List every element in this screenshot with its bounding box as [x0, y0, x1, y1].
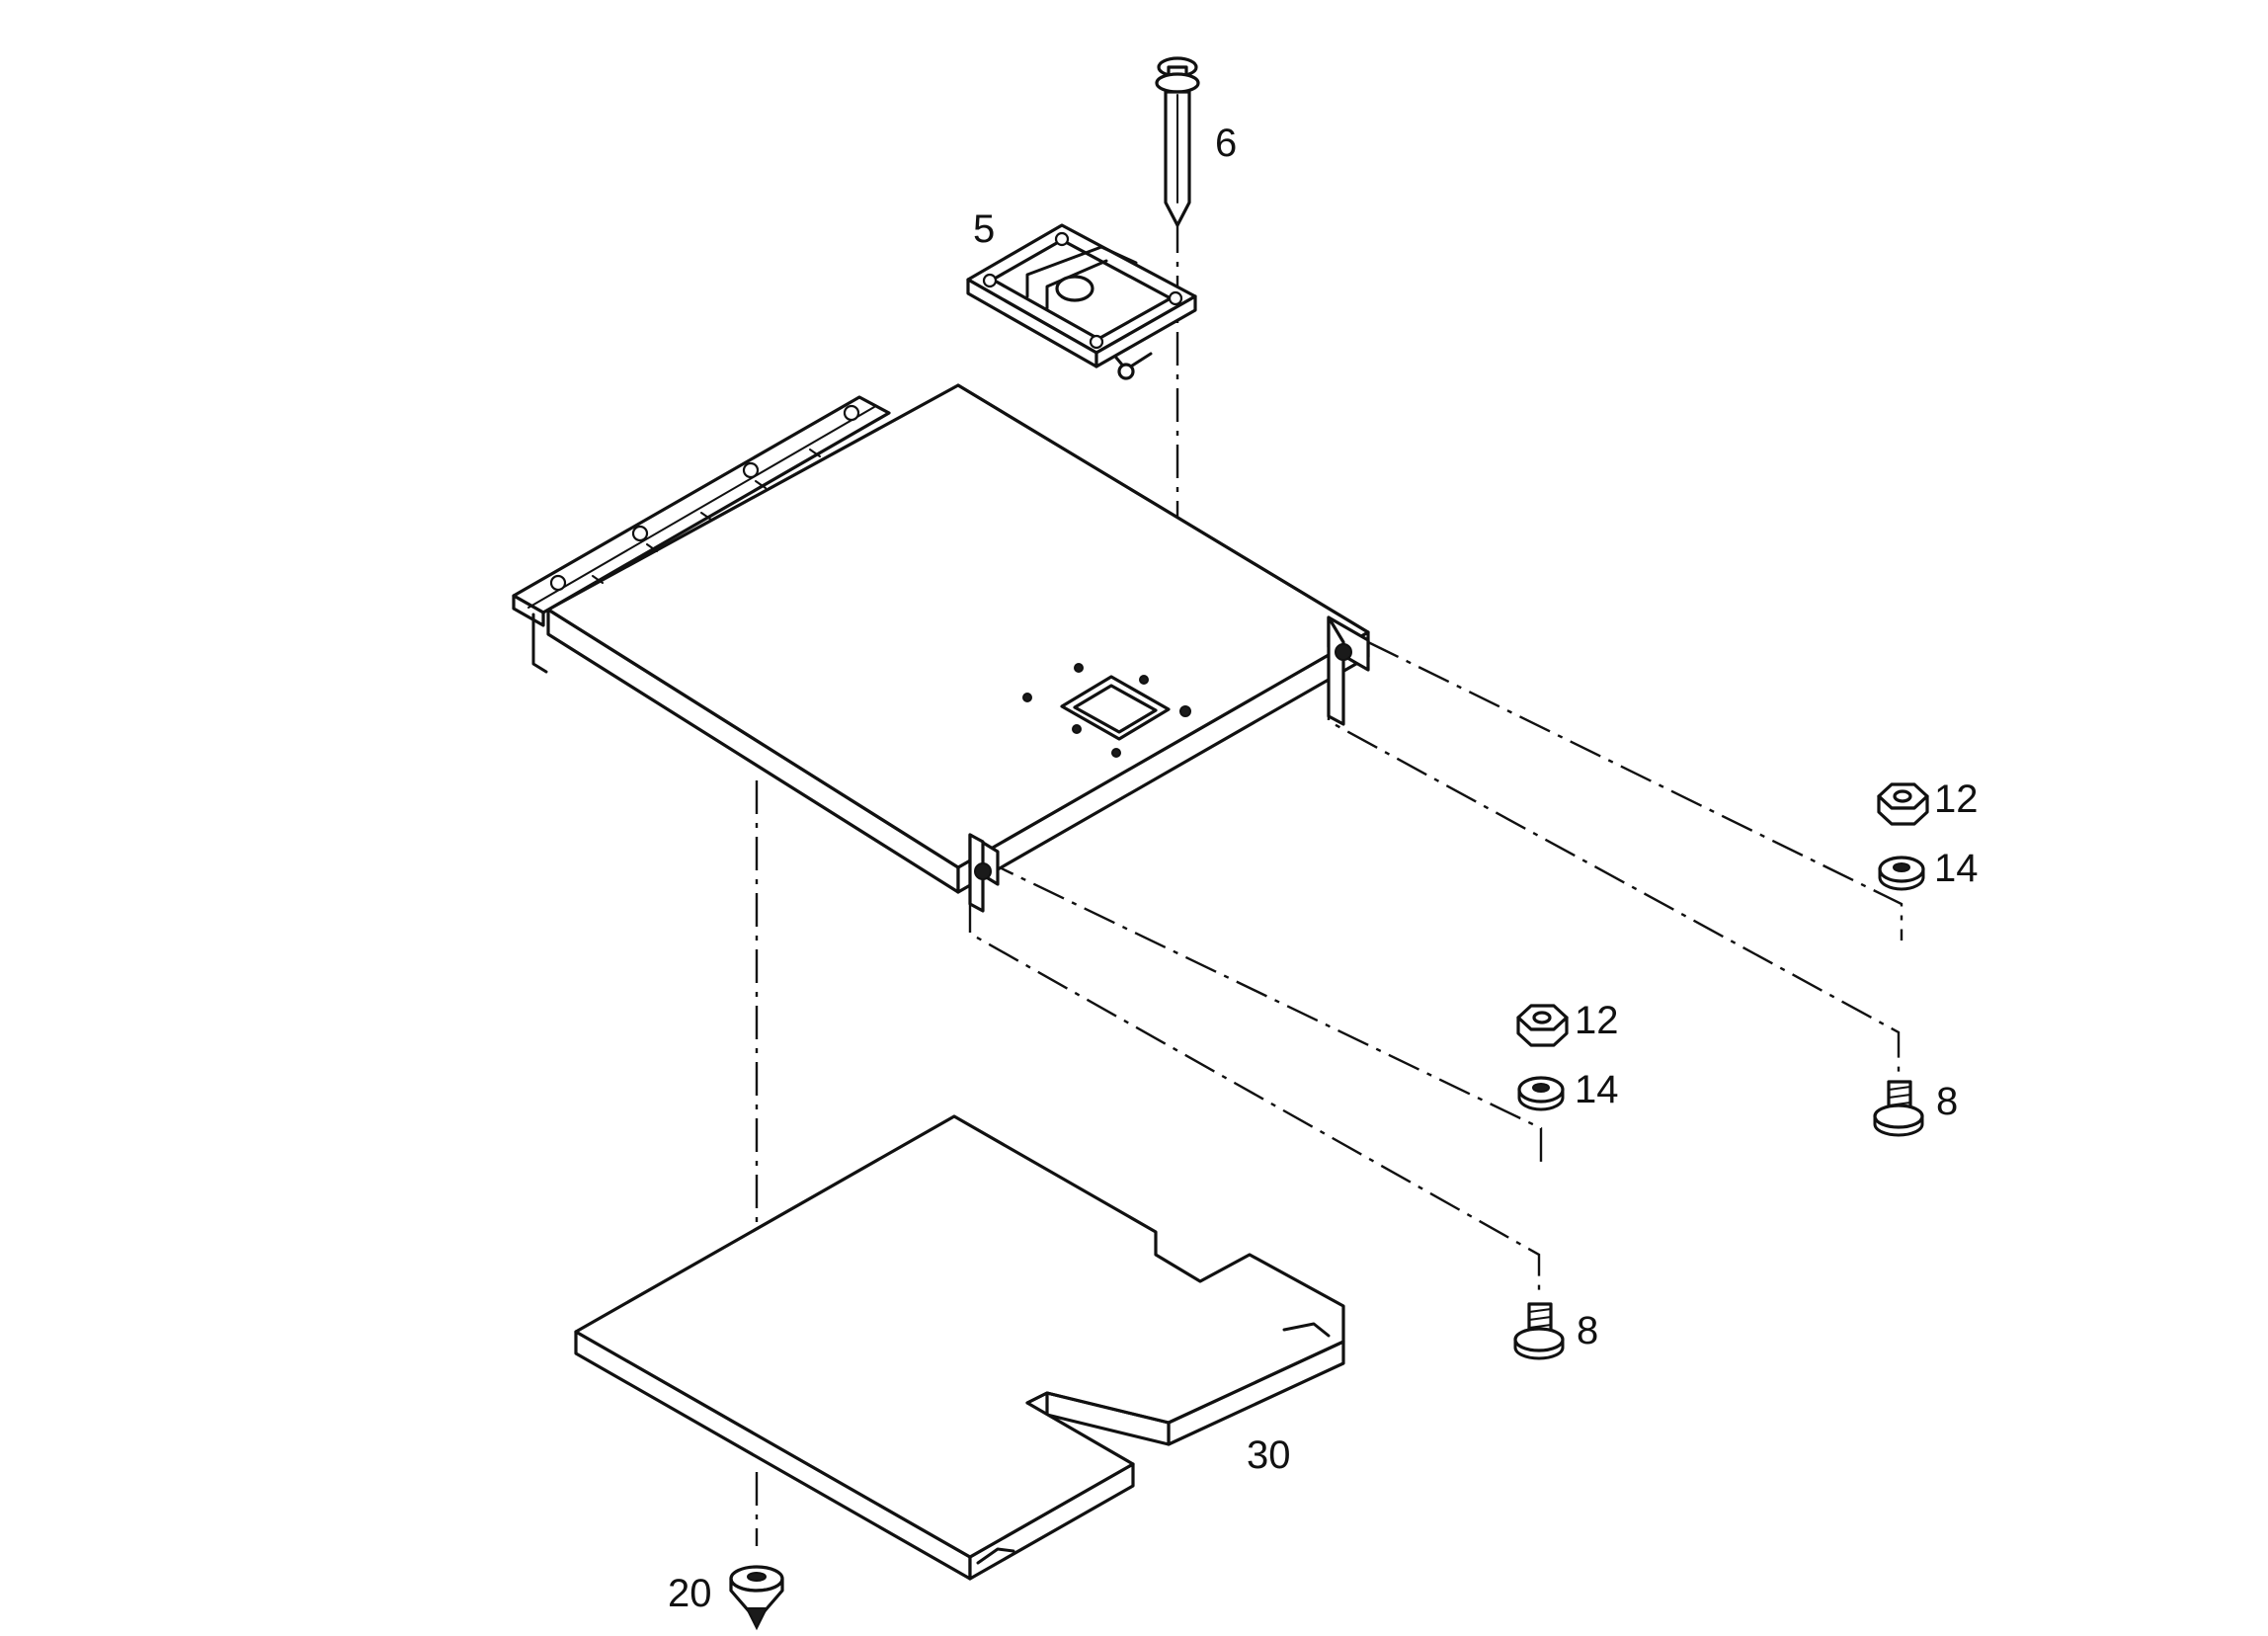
foot [729, 1565, 784, 1631]
screw-right [1873, 1080, 1924, 1137]
latch-plate [966, 223, 1197, 380]
callout-20: 20 [668, 1572, 712, 1615]
callout-30: 30 [1247, 1433, 1291, 1477]
callout-labels: 6 5 12 14 8 12 14 8 30 20 [668, 122, 1979, 1615]
right-bracket [1327, 615, 1370, 726]
callout-14-right: 14 [1934, 847, 1979, 890]
washer-right [1878, 856, 1925, 891]
callout-12-right: 12 [1934, 777, 1979, 821]
callout-12-front: 12 [1575, 999, 1619, 1042]
callout-14-front: 14 [1575, 1068, 1619, 1111]
latch-cutout [1022, 663, 1191, 758]
piano-hinge [512, 395, 891, 674]
callout-8-right: 8 [1936, 1080, 1958, 1123]
callout-8-front: 8 [1577, 1309, 1598, 1352]
washer-front [1517, 1076, 1565, 1111]
hinged-panel [512, 383, 1370, 913]
callout-6: 6 [1215, 122, 1237, 165]
hex-nut-front [1516, 1004, 1569, 1047]
callout-5: 5 [973, 207, 995, 251]
front-bracket [968, 833, 1000, 913]
hex-nut-right [1877, 782, 1929, 826]
screw-front [1513, 1302, 1565, 1360]
spacer-pad [574, 1114, 1345, 1581]
locating-pin [1155, 56, 1200, 227]
